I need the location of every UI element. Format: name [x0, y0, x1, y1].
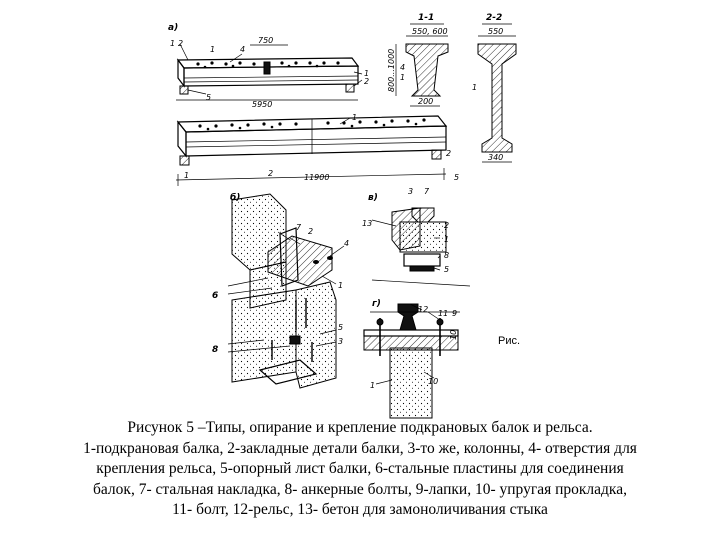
beam-drawing-figure: а) б) в) г) 1-1 2-2 750 5950 11900 550, … — [168, 13, 520, 419]
view-b-column-support — [227, 193, 337, 389]
section-2-2-title: 2-2 — [486, 13, 502, 23]
callout-2: 2 — [444, 221, 449, 230]
view-g-rail-fastening — [363, 303, 460, 419]
dimension-800-1000: 800...1000 — [387, 49, 396, 92]
dimension-200: 200 — [418, 97, 433, 106]
callout-8: 8 — [212, 345, 218, 355]
callout-7: 7 — [424, 187, 430, 196]
callout-2: 2 — [268, 169, 273, 178]
callout-7: 7 — [296, 223, 302, 232]
view-a-short-beam — [176, 44, 360, 101]
section-1-1 — [395, 23, 449, 107]
dimension-10: 10 — [449, 330, 458, 340]
callout-9: 9 — [452, 309, 457, 318]
callout-1: 1 — [184, 171, 189, 180]
callout-1: 1 — [210, 45, 215, 54]
dimension-750: 750 — [258, 36, 273, 45]
callout-4: 4 — [400, 63, 405, 72]
callout-11: 11 — [438, 309, 448, 318]
callout-6: 6 — [212, 291, 218, 301]
dimension-11900: 11900 — [304, 173, 329, 182]
callout-1: 1 — [338, 281, 343, 290]
caption-legend-line: 1-подкрановая балка, 2-закладные детали … — [83, 439, 637, 457]
callout-2: 2 — [308, 227, 313, 236]
leader-lines — [179, 43, 441, 385]
view-v-label: в) — [368, 193, 378, 203]
callout-5: 5 — [206, 93, 211, 102]
section-2-2 — [477, 23, 517, 163]
callout-4: 4 — [344, 239, 349, 248]
view-a-label: а) — [168, 23, 178, 33]
caption-legend-line: балок, 7- стальная накладка, 8- анкерные… — [93, 480, 627, 498]
caption-title: Рисунок 5 –Типы, опирание и крепление по… — [127, 419, 593, 436]
callout-3: 3 — [408, 187, 413, 196]
callout-5: 5 — [454, 173, 459, 182]
dimension-5950: 5950 — [252, 100, 272, 109]
callout-12: 12 — [418, 305, 428, 314]
caption-legend-line: крепления рельса, 5-опорный лист балки, … — [96, 460, 624, 477]
dimension-340: 340 — [488, 153, 503, 162]
dimension-550: 550 — [488, 27, 503, 36]
caption-legend-line: 11- болт, 12-рельс, 13- бетон для замоно… — [172, 501, 548, 518]
callout-2: 2 — [446, 149, 451, 158]
figure-caption: Рисунок 5 –Типы, опирание и крепление по… — [0, 418, 720, 521]
callout-5: 5 — [338, 323, 343, 332]
section-1-1-title: 1-1 — [418, 13, 434, 23]
callout-1: 1 — [170, 39, 175, 48]
callout-10: 10 — [428, 377, 438, 386]
callout-1: 1 — [352, 113, 357, 122]
callout-13: 13 — [362, 219, 372, 228]
view-b-label: б) — [230, 192, 240, 203]
callout-2: 2 — [364, 77, 369, 86]
view-g-label: г) — [372, 299, 381, 309]
callout-3: 3 — [338, 337, 343, 346]
callout-2: 2 — [178, 39, 183, 48]
ris-label: Рис. — [498, 335, 520, 347]
callout-1: 1 — [400, 73, 405, 82]
callout-1: 1 — [472, 83, 477, 92]
callout-1: 1 — [370, 381, 375, 390]
callout-8: 8 — [444, 251, 449, 260]
callout-5: 5 — [444, 265, 449, 274]
view-v-beam-joint — [371, 207, 471, 287]
dimension-550-600: 550, 600 — [412, 27, 448, 36]
view-a-long-beam — [175, 115, 448, 186]
callout-1: 1 — [364, 69, 369, 78]
callout-4: 4 — [240, 45, 245, 54]
callout-1: 1 — [444, 235, 449, 244]
